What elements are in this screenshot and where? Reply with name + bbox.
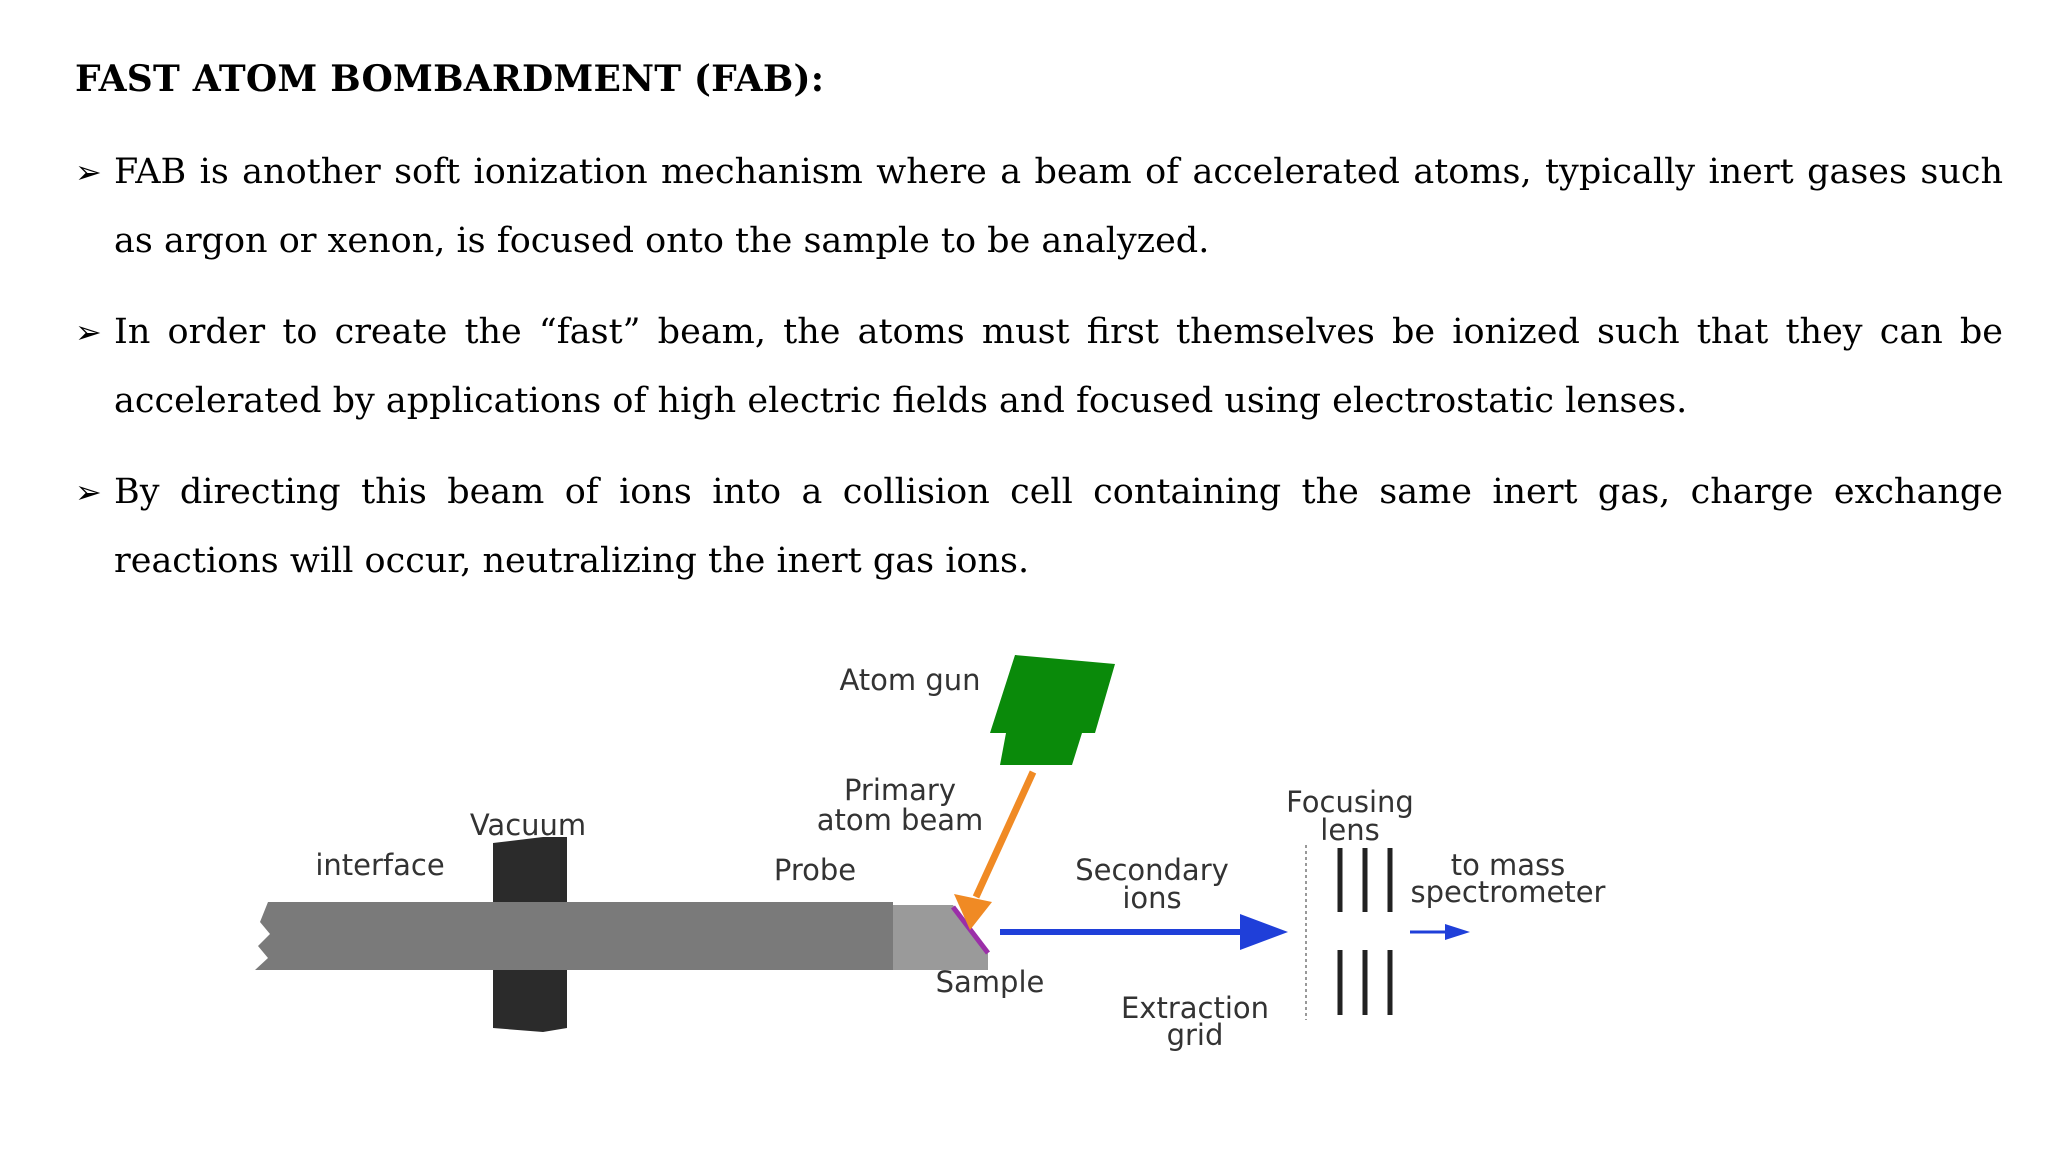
primary-beam-arrowhead (954, 894, 992, 930)
label-focusing-2: lens (1320, 813, 1379, 847)
bullet-item: ➢ FAB is another soft ionization mechani… (75, 138, 2003, 276)
bullet-item: ➢ By directing this beam of ions into a … (75, 458, 2003, 596)
label-sample: Sample (936, 965, 1045, 999)
label-secondary-2: ions (1122, 881, 1181, 915)
bullet-item: ➢ In order to create the “fast” beam, th… (75, 298, 2003, 436)
bullet-text: In order to create the “fast” beam, the … (114, 312, 2003, 421)
bullet-list: ➢ FAB is another soft ionization mechani… (75, 138, 2003, 618)
label-atom-gun: Atom gun (839, 663, 980, 697)
bullet-text: By directing this beam of ions into a co… (114, 472, 2003, 581)
fab-diagram-svg: Atom gun Primary atom beam Vacuum Probe … (255, 655, 1606, 1052)
primary-beam-line (972, 770, 1037, 899)
label-to-mass-1: to mass (1451, 848, 1566, 882)
label-focusing-1: Focusing (1286, 785, 1414, 819)
label-primary-beam-1: Primary (844, 773, 956, 807)
label-extraction-1: Extraction (1121, 991, 1269, 1025)
probe-bar (255, 902, 893, 970)
arrow-bullet-icon: ➢ (75, 313, 102, 351)
slide-heading: FAST ATOM BOMBARDMENT (FAB): (75, 58, 825, 100)
bullet-text: FAB is another soft ionization mechanism… (114, 152, 2003, 261)
label-secondary-1: Secondary (1075, 853, 1229, 887)
secondary-ions-arrowhead (1240, 914, 1288, 950)
fab-diagram: Atom gun Primary atom beam Vacuum Probe … (240, 640, 1820, 1080)
label-vacuum-2: interface (315, 848, 445, 882)
label-primary-beam-2: atom beam (817, 803, 984, 837)
arrow-bullet-icon: ➢ (75, 153, 102, 191)
to-mass-arrowhead (1445, 924, 1470, 940)
label-vacuum-interface: interface (285, 818, 475, 880)
atom-gun (990, 655, 1115, 765)
sample-layer (951, 905, 990, 955)
label-probe: Probe (774, 853, 856, 887)
label-to-mass-2: spectrometer (1411, 875, 1606, 909)
arrow-bullet-icon: ➢ (75, 473, 102, 511)
label-vacuum-1: Vacuum (470, 808, 586, 842)
label-extraction-2: grid (1167, 1018, 1224, 1052)
